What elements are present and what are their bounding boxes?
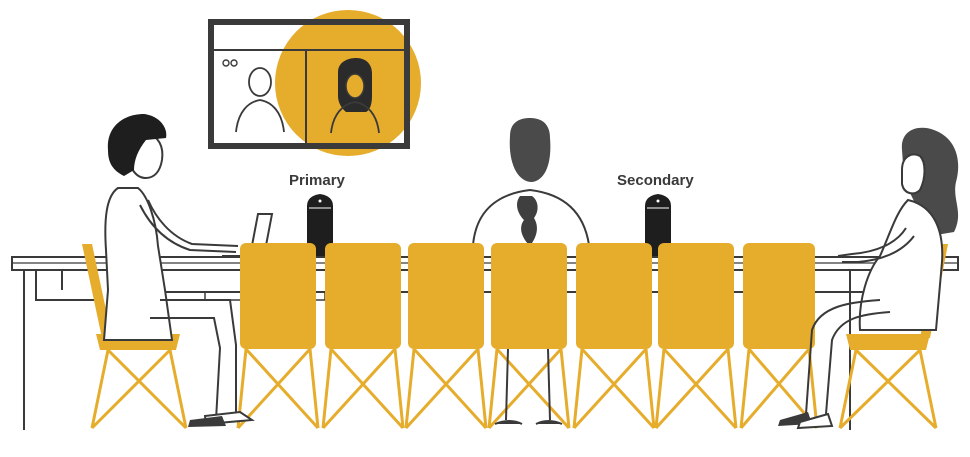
person-left [82,114,255,430]
primary-device-label: Primary [289,172,345,189]
chairs-front [240,243,815,349]
person-center-back [472,118,590,246]
camera-icon [222,59,238,67]
secondary-speaker-device [645,194,671,256]
primary-speaker-device [307,194,333,256]
chair-5 [576,243,652,349]
wall-display [208,10,421,156]
secondary-device-label: Secondary [617,172,694,189]
chair-legs [236,347,819,430]
remote-participant-left-icon [235,67,285,133]
person-center-legs [494,348,563,425]
chair-7 [743,243,815,349]
chair-2 [325,243,401,349]
display-frame [208,19,410,149]
chair-4 [491,243,567,349]
chair-3 [408,243,484,349]
chair-1 [240,243,316,349]
chair-6 [658,243,734,349]
person-right [778,127,959,430]
remote-participant-right-icon [330,58,380,134]
